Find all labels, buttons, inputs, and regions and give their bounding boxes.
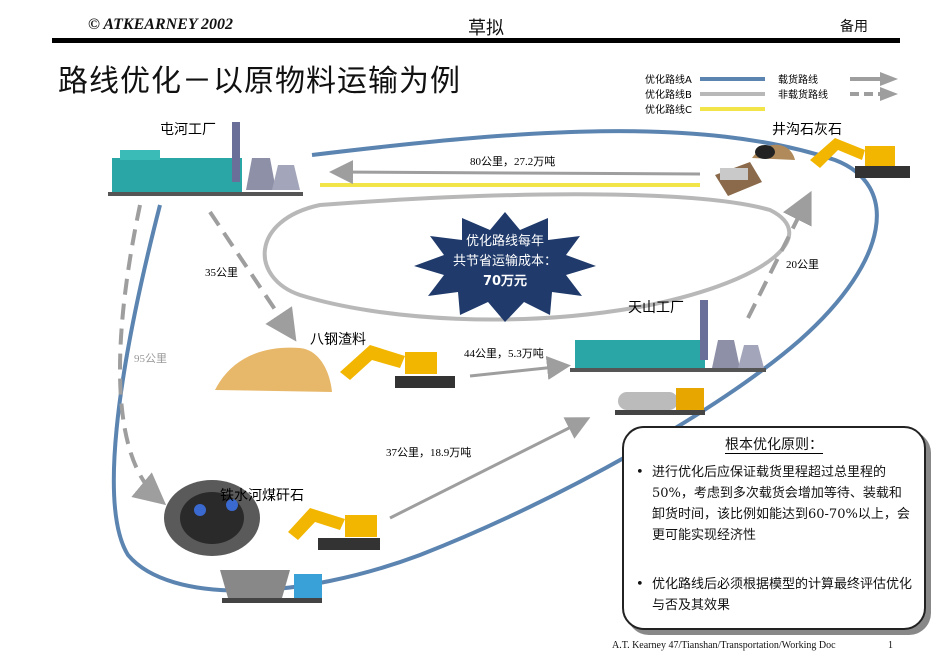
distance-tieshuihe-tianshan: 37公里，18.9万吨 <box>386 446 471 459</box>
tieshuihe-mine-icon <box>164 480 260 556</box>
tunhe-label: 屯河工厂 <box>160 122 216 138</box>
tanker-truck-icon <box>615 388 705 415</box>
savings-line-1: 优化路线每年 <box>465 234 544 249</box>
savings-line-3: 70万元 <box>482 274 528 289</box>
jinggou-quarry-icon <box>715 144 795 196</box>
brand-header: © ATKEARNEY 2002 <box>88 16 234 33</box>
distance-tianshan-jinggou: 20公里 <box>786 258 819 271</box>
reserve-label: 备用 <box>840 19 868 35</box>
principle-bullet-2: • 优化路线后必须根据模型的计算最终评估优化与否及其效果 <box>636 574 914 616</box>
bagang-excavator-icon <box>340 345 455 388</box>
arrow-tianshan-jinggou <box>746 190 812 319</box>
legend-route-a-label: 优化路线A <box>645 73 692 86</box>
legend-route-b-label: 优化路线B <box>645 88 692 101</box>
tianshan-factory-icon <box>570 300 766 372</box>
principle-bullet-1: • 进行优化后应保证载货里程超过总里程的50%，考虑到多次载货会增加等待、装载和… <box>636 462 914 546</box>
tunhe-factory-icon <box>108 122 303 196</box>
legend-loaded-label: 载货路线 <box>778 73 818 86</box>
draft-label: 草拟 <box>468 18 504 39</box>
arrow-tieshuihe-tianshan <box>389 417 591 520</box>
route-b-loop <box>262 192 792 322</box>
legend-unloaded-label: 非载货路线 <box>778 88 828 101</box>
jinggou-excavator-icon <box>810 138 910 178</box>
arrow-jinggou-tunhe <box>329 160 701 185</box>
principle-text-1: 进行优化后应保证载货里程超过总里程的50%，考虑到多次载货会增加等待、装载和卸货… <box>652 465 910 543</box>
page-title: 路线优化－以原物料运输为例 <box>58 64 461 99</box>
principles-title: 根本优化原则： <box>725 437 823 454</box>
header-rule <box>52 38 900 43</box>
principles-box: 根本优化原则： • 进行优化后应保证载货里程超过总里程的50%，考虑到多次载货会… <box>622 426 926 630</box>
distance-bagang-tianshan: 44公里，5.3万吨 <box>464 347 544 360</box>
legend-route-c-label: 优化路线C <box>645 103 692 116</box>
footer-source: A.T. Kearney 47/Tianshan/Transportation/… <box>612 640 836 651</box>
tianshan-label: 天山工厂 <box>628 300 684 316</box>
legend-unloaded-arrow-head <box>880 87 898 101</box>
distance-tunhe-jinggou: 80公里，27.2万吨 <box>470 155 555 168</box>
dump-truck-icon <box>220 570 322 603</box>
bagang-slag-icon <box>215 347 332 392</box>
legend: 优化路线A 优化路线B 优化路线C 载货路线 非载货路线 <box>645 72 898 116</box>
legend-loaded-arrow-head <box>880 72 898 86</box>
jinggou-label: 井沟石灰石 <box>772 122 842 138</box>
arrow-bagang-tianshan <box>469 355 571 380</box>
principle-text-2: 优化路线后必须根据模型的计算最终评估优化与否及其效果 <box>652 577 913 613</box>
bullet-dot-icon: • <box>636 465 644 480</box>
bagang-label: 八钢渣料 <box>310 332 366 348</box>
tieshuihe-label: 铁水河煤矸石 <box>220 488 304 504</box>
savings-text: 优化路线每年 共节省运输成本： 70万元 <box>440 232 570 292</box>
savings-starburst <box>414 212 596 322</box>
tieshuihe-excavator-icon <box>288 508 380 550</box>
distance-tunhe-tieshuihe: 95公里 <box>134 352 167 365</box>
distance-tunhe-bagang: 35公里 <box>205 266 238 279</box>
page-number: 1 <box>888 640 893 651</box>
bullet-dot-icon: • <box>636 577 644 592</box>
savings-line-2: 共节省运输成本： <box>452 254 557 269</box>
arrow-tunhe-tieshuihe <box>118 204 167 506</box>
